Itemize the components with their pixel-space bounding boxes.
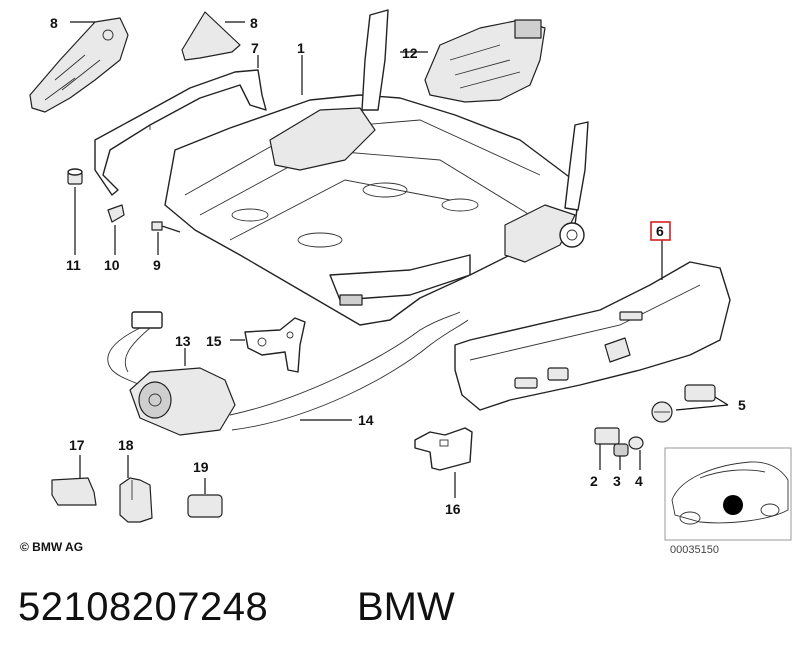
part-16-plate [414, 427, 473, 471]
callout-10: 10 [104, 257, 120, 273]
brand-name: BMW [357, 585, 455, 629]
part-6-side-trim [454, 261, 731, 411]
part-12-motor [424, 19, 546, 103]
part-number: 52108207248 [18, 585, 269, 629]
callout-19: 19 [193, 459, 209, 475]
part-4-cap [628, 436, 644, 450]
callout-7: 7 [251, 40, 259, 56]
callout-1: 1 [297, 40, 305, 56]
part-18-clip [119, 477, 153, 523]
part-8-left-cover [29, 17, 129, 113]
part-3-button [613, 443, 629, 457]
callout-18: 18 [118, 437, 134, 453]
part-19-pad [187, 494, 223, 518]
callout-12: 12 [402, 45, 418, 61]
part-11-nut [67, 168, 83, 185]
callout-8b: 8 [250, 15, 258, 31]
part-15-bracket [244, 317, 306, 373]
callout-4: 4 [635, 473, 643, 489]
callout-14: 14 [358, 412, 374, 428]
callout-9: 9 [153, 257, 161, 273]
callout-11: 11 [66, 257, 81, 273]
callout-2: 2 [590, 473, 598, 489]
callout-16: 16 [445, 501, 461, 517]
part-13-adjust-motor [107, 311, 236, 436]
callout-5: 5 [738, 397, 746, 413]
part-1-seat-frame [164, 9, 589, 326]
callout-13: 13 [175, 333, 191, 349]
part-2-switch-body [594, 427, 620, 445]
part-17-clip [51, 477, 97, 506]
copyright-notice: © BMW AG [20, 540, 84, 554]
callout-17: 17 [69, 437, 85, 453]
callout-6: 6 [656, 223, 664, 239]
part-8-center-trim [181, 11, 241, 61]
part-14-cables [229, 311, 469, 431]
callout-15: 15 [206, 333, 222, 349]
callout-3: 3 [613, 473, 621, 489]
part-5-switch [651, 384, 716, 423]
part-9-bolt [151, 221, 181, 233]
callout-6-highlight-box [650, 221, 671, 241]
diagram-id: 00035150 [670, 544, 719, 556]
callout-8a: 8 [50, 15, 58, 31]
location-inset [664, 447, 792, 541]
part-7-bracket [94, 69, 267, 196]
part-10-clip [107, 204, 125, 223]
